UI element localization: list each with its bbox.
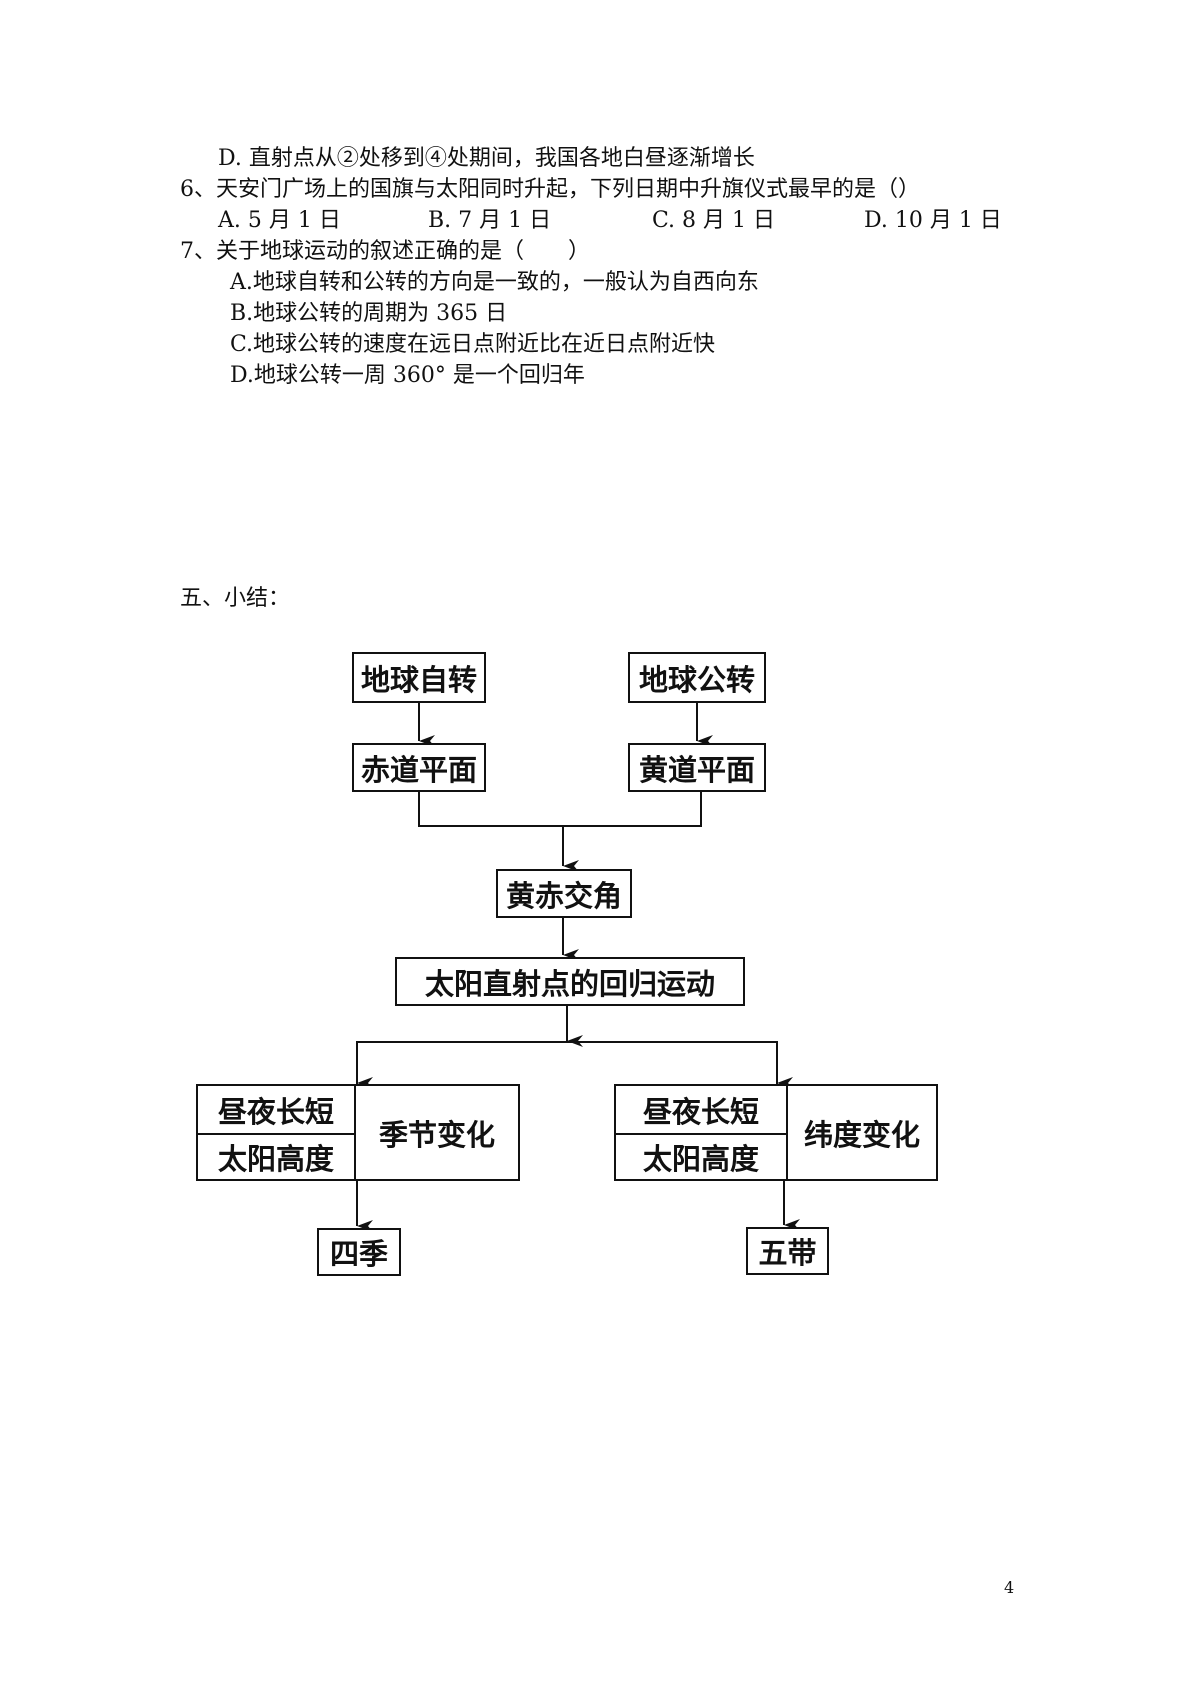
left-row-solar-altitude: 太阳高度 xyxy=(217,1142,334,1176)
q7-option-b: B.地球公转的周期为 365 日 xyxy=(230,301,508,326)
q7-option-d: D.地球公转一周 360° 是一个回归年 xyxy=(230,363,585,388)
right-group-box: 昼夜长短 太阳高度 纬度变化 xyxy=(614,1084,938,1181)
box-subsolar-migration: 太阳直射点的回归运动 xyxy=(395,957,745,1006)
right-row-day-length: 昼夜长短 xyxy=(642,1094,759,1129)
q5-option-d: D. 直射点从②处移到④处期间，我国各地白昼逐渐增长 xyxy=(218,146,755,171)
left-group-box: 昼夜长短 太阳高度 季节变化 xyxy=(196,1084,520,1181)
left-row-divider xyxy=(198,1133,354,1135)
box-equatorial-plane: 赤道平面 xyxy=(352,743,486,792)
box-obliquity: 黄赤交角 xyxy=(496,869,632,918)
left-col-divider xyxy=(354,1086,356,1179)
right-row-divider xyxy=(616,1133,786,1135)
summary-heading: 五、小结： xyxy=(180,586,291,611)
right-col-divider xyxy=(786,1086,788,1179)
box-earth-rotation: 地球自转 xyxy=(352,652,486,703)
q6-option-c: C. 8 月 1 日 xyxy=(652,208,776,233)
box-five-zones: 五带 xyxy=(746,1227,829,1275)
right-label-latitude-change: 纬度变化 xyxy=(803,1117,920,1152)
box-four-seasons: 四季 xyxy=(317,1228,401,1276)
q7-option-a: A.地球自转和公转的方向是一致的，一般认为自西向东 xyxy=(230,270,759,295)
q6-stem: 6、天安门广场上的国旗与太阳同时升起，下列日期中升旗仪式最早的是（） xyxy=(180,177,920,202)
q6-option-b: B. 7 月 1 日 xyxy=(428,208,552,233)
q7-stem: 7、关于地球运动的叙述正确的是（ ） xyxy=(180,239,590,264)
box-ecliptic-plane: 黄道平面 xyxy=(628,743,766,792)
right-row-solar-altitude: 太阳高度 xyxy=(642,1142,759,1176)
q7-option-c: C.地球公转的速度在远日点附近比在近日点附近快 xyxy=(230,332,716,357)
box-earth-revolution: 地球公转 xyxy=(628,652,766,703)
split-line xyxy=(356,1041,778,1085)
left-label-season-change: 季节变化 xyxy=(378,1117,495,1152)
left-row-day-length: 昼夜长短 xyxy=(217,1094,334,1129)
q6-option-d: D. 10 月 1 日 xyxy=(864,208,1002,233)
q6-option-a: A. 5 月 1 日 xyxy=(218,208,341,233)
page-number: 4 xyxy=(1004,1578,1015,1597)
join-planes-line xyxy=(418,791,702,827)
